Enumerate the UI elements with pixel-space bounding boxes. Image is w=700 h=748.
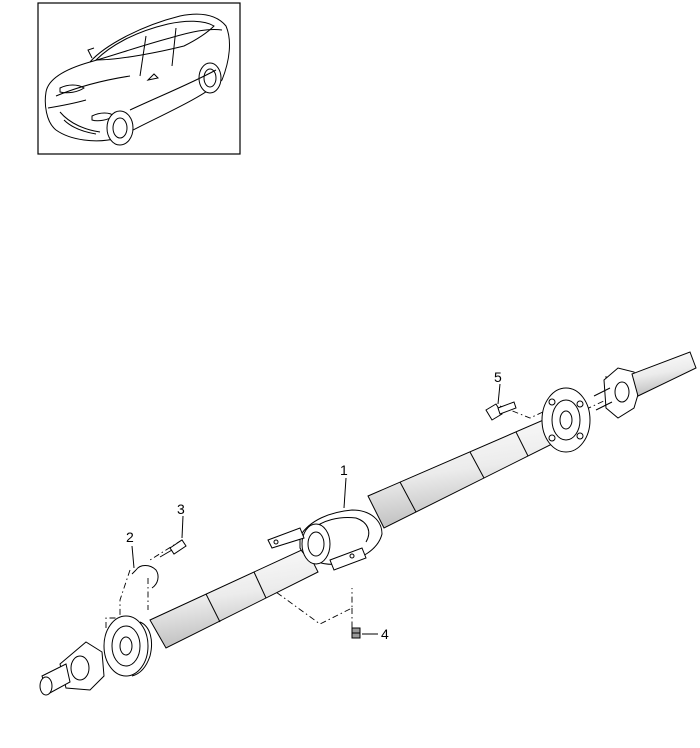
vehicle-thumbnail xyxy=(37,2,241,155)
bolt-part-5 xyxy=(485,401,517,421)
rear-flex-joint xyxy=(541,387,591,453)
callout-part-1[interactable]: 1 xyxy=(340,462,348,478)
nut-part-4 xyxy=(351,627,361,639)
circlip xyxy=(131,565,159,589)
callout-part-4[interactable]: 4 xyxy=(381,626,389,642)
front-input-flange xyxy=(39,641,105,696)
front-cv-joint xyxy=(103,615,153,677)
propeller-shaft xyxy=(39,351,697,696)
bolt-part-3 xyxy=(159,539,187,558)
rear-output-flange xyxy=(593,351,697,419)
callout-part-5[interactable]: 5 xyxy=(494,369,502,385)
callout-part-3[interactable]: 3 xyxy=(177,501,185,517)
car-illustration xyxy=(44,13,230,146)
callout-part-2[interactable]: 2 xyxy=(126,529,134,545)
leader-lines xyxy=(131,383,501,635)
